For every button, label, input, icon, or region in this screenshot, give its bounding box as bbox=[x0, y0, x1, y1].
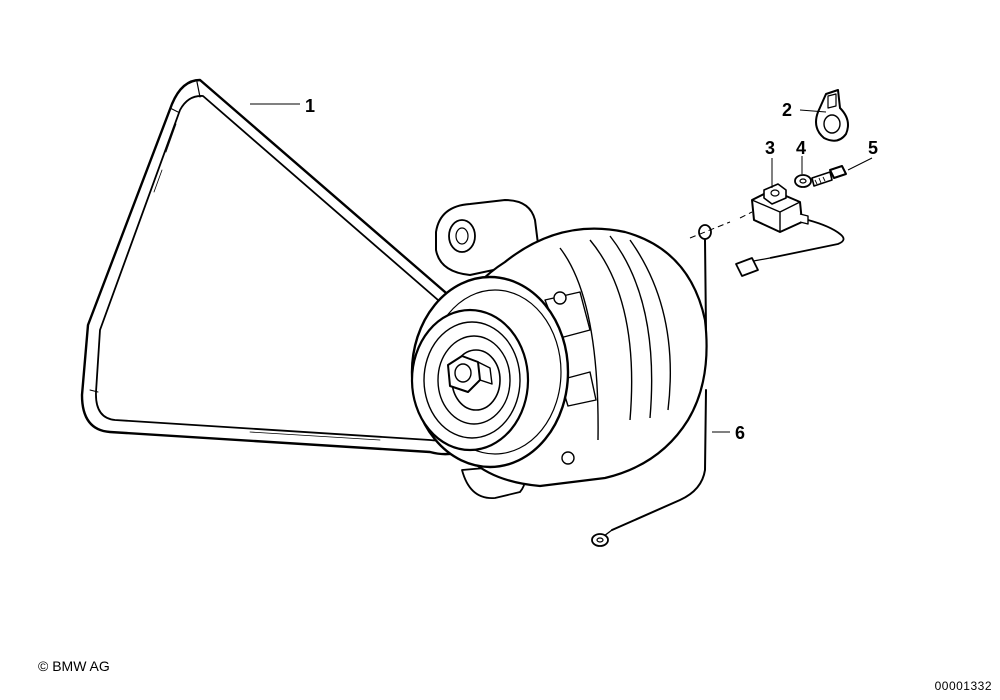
leader-lines bbox=[250, 103, 873, 433]
drawing-number: 00001332 bbox=[934, 679, 992, 693]
callout-4: 4 bbox=[796, 138, 806, 158]
copyright-notice: © BMW AG bbox=[38, 658, 110, 674]
cable-clip bbox=[815, 89, 849, 142]
alternator bbox=[410, 199, 708, 499]
callout-5: 5 bbox=[868, 138, 878, 158]
callout-1: 1 bbox=[305, 96, 315, 116]
callout-numbers: 1 2 3 4 5 6 bbox=[305, 96, 878, 443]
callout-2: 2 bbox=[782, 100, 792, 120]
callout-3: 3 bbox=[765, 138, 775, 158]
ground-cable bbox=[591, 224, 712, 547]
callout-6: 6 bbox=[735, 423, 745, 443]
screw bbox=[811, 165, 847, 187]
washer bbox=[794, 174, 812, 188]
capacitor bbox=[735, 183, 845, 277]
